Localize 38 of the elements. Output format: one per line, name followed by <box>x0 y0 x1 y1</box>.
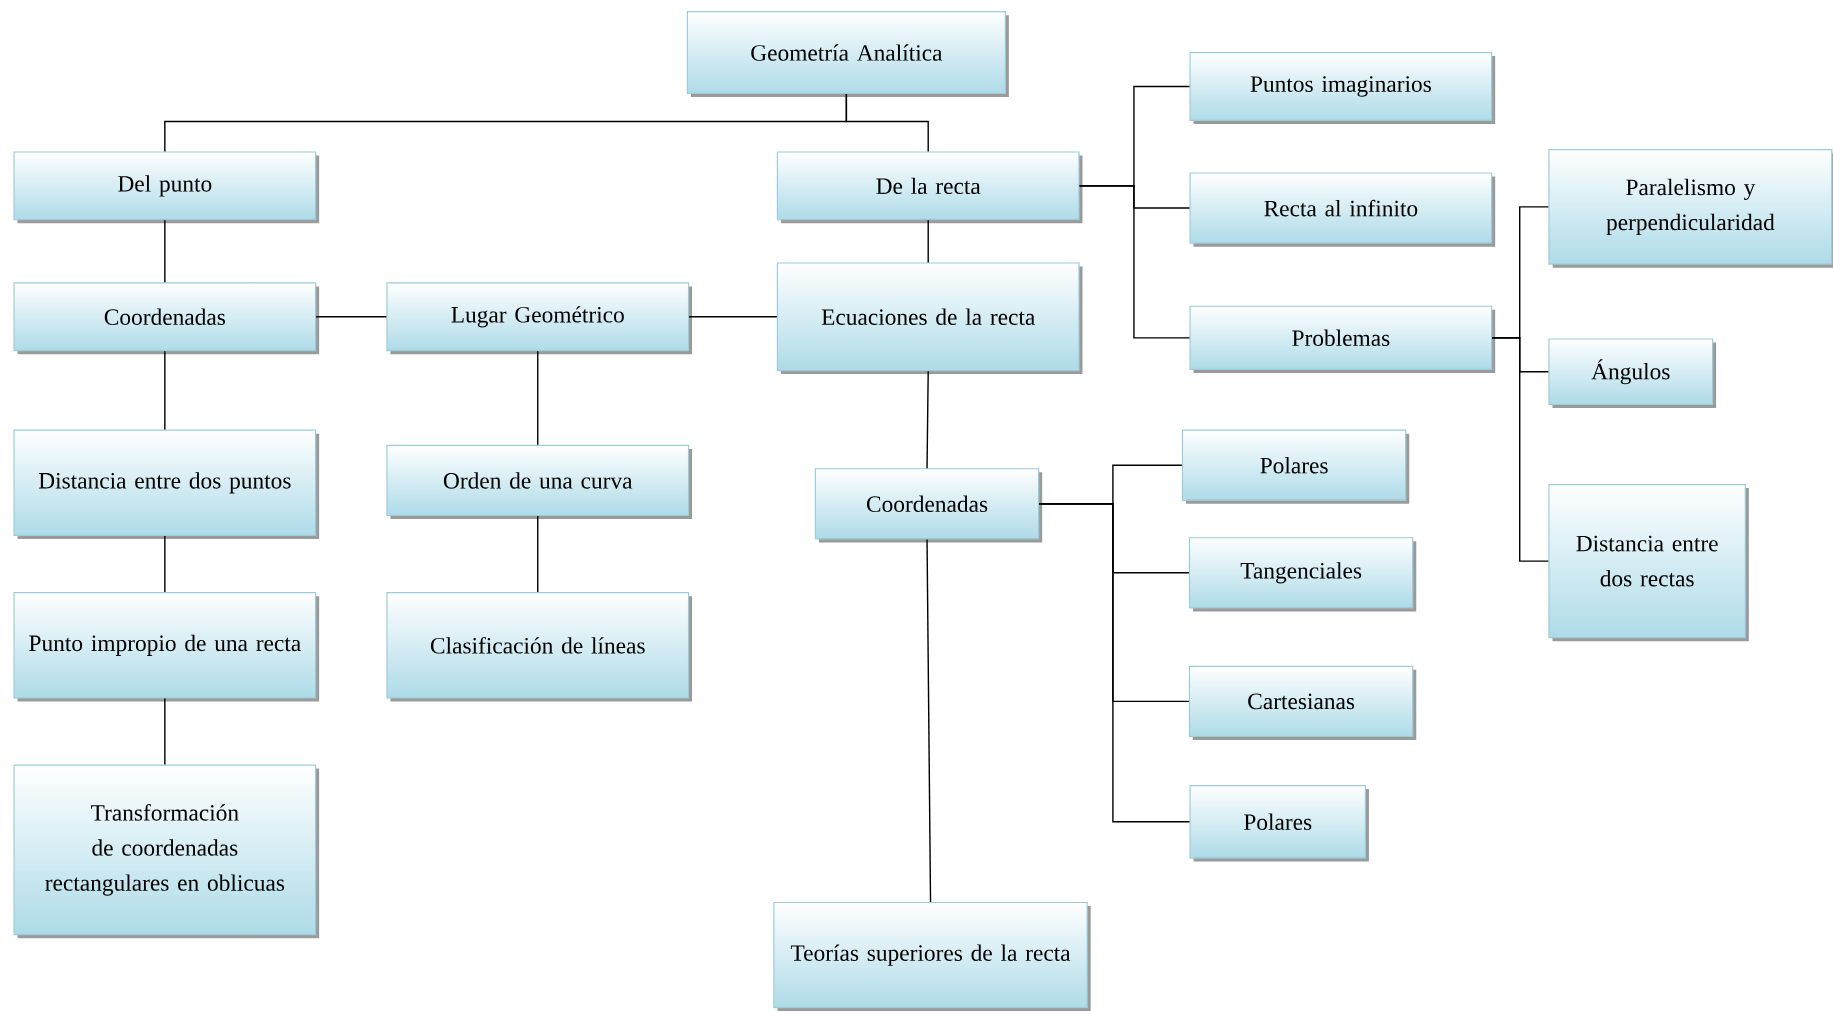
process-box: Ecuaciones de la recta <box>776 262 1083 374</box>
process-box: Recta al infinito <box>1189 172 1496 247</box>
process-box: Clasificación de líneas <box>386 592 693 702</box>
process-box: Orden de una curva <box>386 444 693 519</box>
process-box: Lugar Geométrico <box>386 282 693 355</box>
connector-line <box>164 350 166 431</box>
connector-line <box>688 316 778 318</box>
process-box: Punto impropio de una recta <box>13 592 320 702</box>
connector-line <box>164 535 166 593</box>
connector-line <box>1038 503 1191 823</box>
connector-line <box>926 538 932 903</box>
connector-line <box>1078 185 1191 339</box>
process-box: Problemas <box>1189 305 1496 373</box>
connector-line <box>845 93 929 152</box>
connector-line <box>1491 337 1550 562</box>
process-box: De la recta <box>776 151 1083 224</box>
process-box: Teorías superiores de la recta <box>773 901 1091 1011</box>
process-box: Transformación de coordenadas rectangulares en oblicuas <box>13 764 320 939</box>
process-box: Cartesianas <box>1188 665 1417 740</box>
process-box: Tangenciales <box>1188 537 1417 612</box>
process-box: Coordenadas <box>814 468 1043 543</box>
process-box: Puntos imaginarios <box>1189 51 1496 124</box>
connector-line <box>537 350 539 446</box>
process-box: Del punto <box>13 151 320 224</box>
connector-line <box>927 219 929 264</box>
process-box: Paralelismo y perpendicularidad <box>1548 148 1833 268</box>
process-box: Distancia entre dos rectas <box>1548 483 1749 642</box>
process-box: Polares <box>1181 429 1410 504</box>
connector-line <box>926 370 929 469</box>
connector-line <box>315 316 388 318</box>
process-box: Distancia entre dos puntos <box>13 429 320 539</box>
process-box: Polares <box>1189 784 1369 862</box>
connector-line <box>164 219 166 283</box>
process-box: Ángulos <box>1548 338 1717 408</box>
connector-line <box>164 697 166 766</box>
connector-line <box>537 515 539 593</box>
process-box: Coordenadas <box>13 282 320 355</box>
process-box: Geometría Analítica <box>686 11 1009 97</box>
